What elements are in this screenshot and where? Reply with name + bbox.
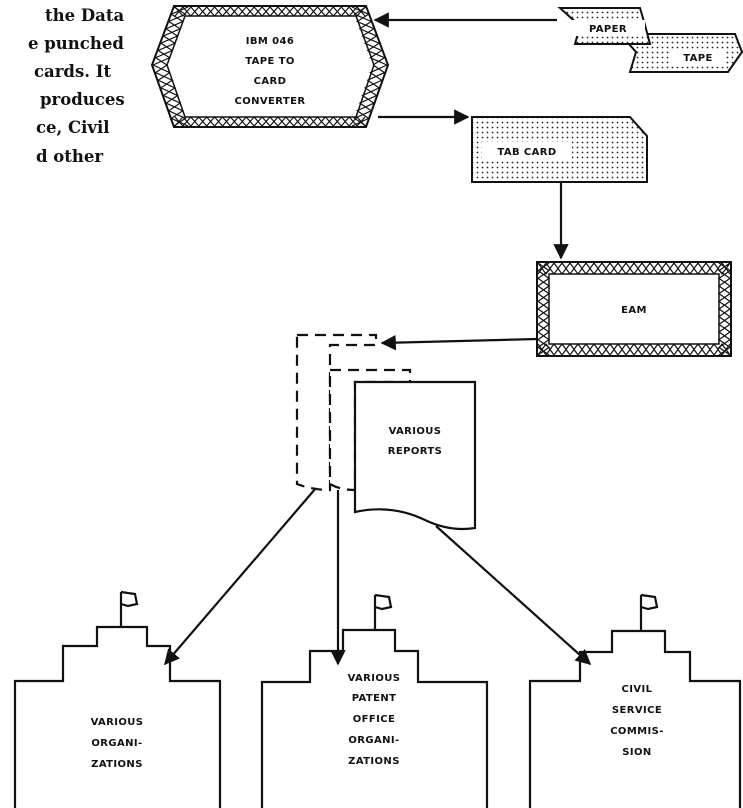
- organization-various: VARIOUS ORGANI- ZATIONS: [13, 590, 222, 808]
- eam-label: EAM: [621, 305, 647, 316]
- tab-card-label: TAB CARD: [497, 147, 556, 158]
- eam-node: EAM: [536, 261, 732, 357]
- org-various-label: VARIOUS: [91, 717, 144, 728]
- reports-label: REPORTS: [388, 446, 442, 457]
- arrow-reports-to-civil: [435, 525, 592, 666]
- org-patent-label: PATENT: [352, 693, 397, 704]
- org-various-label: ZATIONS: [91, 759, 143, 770]
- body-text-line: ce, Civil: [36, 118, 110, 137]
- paper-tape-label: PAPER: [589, 24, 627, 35]
- flag-icon: [374, 593, 393, 611]
- organization-civil-service: CIVIL SERVICE COMMIS- SION: [528, 593, 742, 808]
- body-text-line: e punched: [28, 34, 124, 53]
- reports-node: VARIOUS REPORTS: [295, 333, 477, 531]
- arrow-eam-to-reports: [380, 334, 538, 351]
- body-text: the Data e punched cards. It produces ce…: [28, 6, 125, 166]
- body-text-line: cards. It: [34, 62, 111, 81]
- paper-tape-node: PAPER TAPE: [557, 7, 743, 73]
- converter-label: CARD: [254, 76, 287, 87]
- body-text-line: the Data: [45, 6, 124, 25]
- reports-label: VARIOUS: [389, 426, 442, 437]
- flag-icon: [640, 593, 659, 611]
- body-text-line: produces: [40, 90, 125, 109]
- org-patent-label: OFFICE: [353, 714, 395, 725]
- org-various-label: ORGANI-: [91, 738, 142, 749]
- org-patent-label: VARIOUS: [348, 673, 401, 684]
- converter-label: TAPE TO: [245, 56, 295, 67]
- tab-card-node: TAB CARD: [471, 116, 648, 183]
- org-patent-label: ZATIONS: [348, 756, 400, 767]
- org-civil-label: SION: [622, 747, 651, 758]
- converter-node: IBM 046 TAPE TO CARD CONVERTER: [150, 5, 390, 128]
- org-patent-label: ORGANI-: [348, 735, 399, 746]
- converter-label: CONVERTER: [235, 96, 306, 107]
- org-civil-label: CIVIL: [622, 684, 653, 695]
- crosshatch-border: [152, 6, 388, 127]
- crosshatch-border: [536, 261, 732, 357]
- org-civil-label: COMMIS-: [610, 726, 664, 737]
- org-civil-label: SERVICE: [612, 705, 662, 716]
- flag-icon: [120, 590, 139, 608]
- paper-tape-label: TAPE: [683, 53, 713, 64]
- converter-label: IBM 046: [246, 36, 294, 47]
- organization-patent: VARIOUS PATENT OFFICE ORGANI- ZATIONS: [260, 593, 489, 808]
- body-text-line: d other: [36, 147, 103, 166]
- arrow-reports-to-various: [163, 487, 317, 666]
